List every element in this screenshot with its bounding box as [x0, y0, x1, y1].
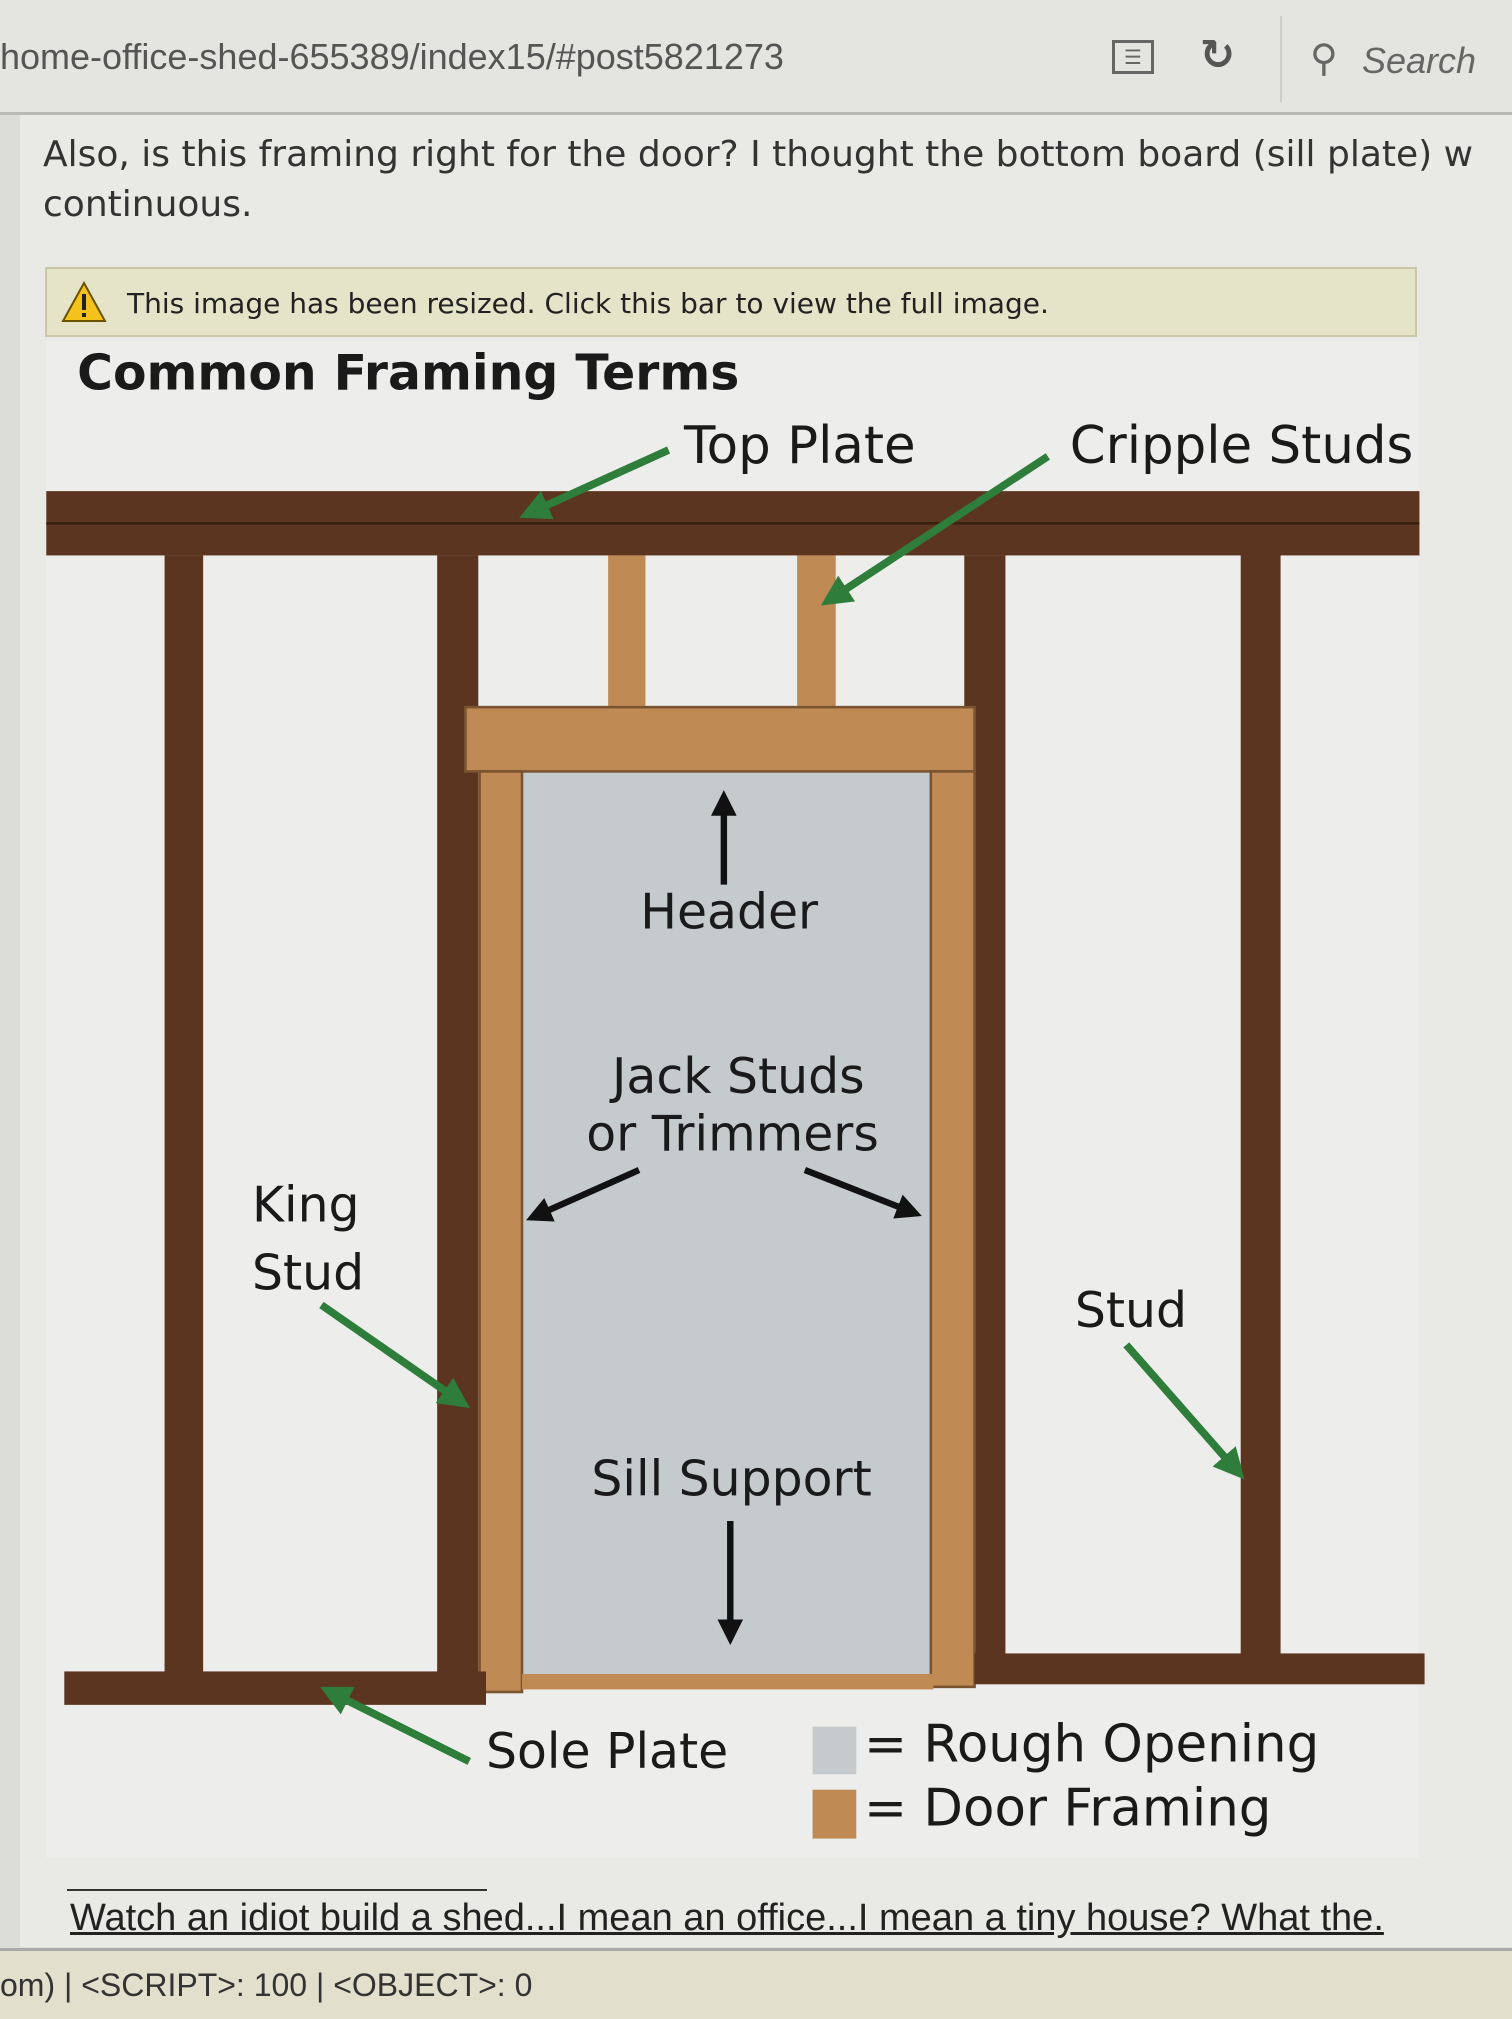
post-text-line: continuous.: [43, 184, 253, 225]
legend-swatch-rough-opening: [812, 1726, 857, 1775]
arrow-cripple-studs: [820, 453, 1050, 606]
cripple-stud: [797, 555, 836, 708]
stud: [1240, 550, 1281, 1657]
reader-view-icon[interactable]: ☰: [1112, 40, 1154, 74]
stud: [164, 555, 204, 1674]
sole-plate-right: [974, 1653, 1425, 1685]
legend-door-framing: = Door Framing: [864, 1779, 1271, 1839]
label-sole-plate: Sole Plate: [486, 1723, 728, 1780]
legend-swatch-door-framing: [812, 1789, 857, 1839]
label-header: Header: [640, 883, 819, 940]
search-placeholder: Search: [1362, 40, 1477, 81]
sill-support: [522, 1674, 934, 1690]
legend-rough-opening: = Rough Opening: [864, 1714, 1319, 1774]
arrow-top-plate: [519, 446, 671, 520]
reload-icon[interactable]: ↻: [1200, 30, 1236, 79]
signature-divider: [67, 1889, 487, 1891]
sole-plate-left: [64, 1671, 487, 1705]
cripple-stud: [608, 555, 646, 708]
status-bar: om) | <SCRIPT>: 100 | <OBJECT>: 0: [0, 1948, 1512, 2019]
label-trimmers: or Trimmers: [586, 1106, 879, 1163]
browser-toolbar: home-office-shed-655389/index15/#post582…: [0, 0, 1512, 115]
label-stud: Stud: [1075, 1282, 1187, 1339]
search-field[interactable]: ⚲ Search: [1280, 16, 1512, 102]
label-top-plate: Top Plate: [683, 416, 916, 476]
post-body: Also, is this framing right for the door…: [43, 130, 1512, 230]
warning-icon: [61, 281, 107, 322]
label-cripple-studs: Cripple Studs: [1070, 416, 1414, 476]
arrow-sole-plate: [320, 1686, 472, 1765]
header-beam: [464, 705, 976, 773]
jack-stud: [478, 770, 524, 1694]
url-field[interactable]: home-office-shed-655389/index15/#post582…: [0, 36, 784, 77]
label-jack-studs: Jack Studs: [609, 1048, 865, 1105]
diagram-title: Common Framing Terms: [77, 345, 739, 402]
image-resized-bar[interactable]: This image has been resized. Click this …: [45, 267, 1417, 337]
arrow-jack-right: [803, 1167, 922, 1219]
label-sill-support: Sill Support: [591, 1450, 871, 1507]
arrow-king-stud: [319, 1301, 470, 1409]
signature-link[interactable]: Watch an idiot build a shed...I mean an …: [70, 1897, 1384, 1939]
arrow-stud: [1123, 1342, 1245, 1480]
arrow-jack-left: [526, 1167, 641, 1222]
label-king: King: [252, 1176, 360, 1233]
status-text: om) | <SCRIPT>: 100 | <OBJECT>: 0: [0, 1967, 533, 2003]
jack-stud: [929, 770, 976, 1689]
image-resized-text: This image has been resized. Click this …: [127, 287, 1049, 320]
post-text-line: Also, is this framing right for the door…: [43, 134, 1474, 175]
search-icon: ⚲: [1310, 36, 1338, 80]
label-king-stud: Stud: [252, 1245, 364, 1302]
